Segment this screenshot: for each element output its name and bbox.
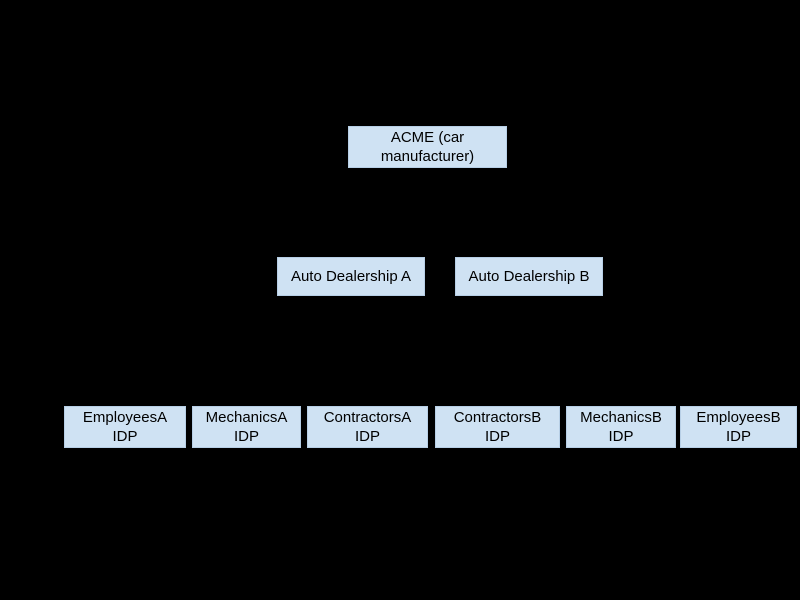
node-mechanics-a-label-line2: IDP [233, 428, 259, 445]
node-employees-b-idp: EmployeesB IDP [680, 406, 797, 448]
node-contractors-b-idp: ContractorsB IDP [435, 406, 560, 448]
node-mechanics-b-idp: MechanicsB IDP [566, 406, 676, 448]
node-contractors-a-label-line2: IDP [354, 428, 380, 445]
node-acme-label-line2: manufacturer) [380, 148, 475, 165]
node-acme: ACME (car manufacturer) [348, 126, 507, 168]
node-employees-a-label-line1: EmployeesA [82, 409, 168, 426]
node-mechanics-a-idp: MechanicsA IDP [192, 406, 301, 448]
node-acme-label-line1: ACME (car [390, 129, 465, 146]
node-employees-b-label-line2: IDP [725, 428, 751, 445]
node-mechanics-b-label-line2: IDP [608, 428, 634, 445]
node-contractors-b-label-line1: ContractorsB [453, 409, 542, 426]
node-contractors-a-label-line1: ContractorsA [323, 409, 412, 426]
node-employees-a-idp: EmployeesA IDP [64, 406, 186, 448]
node-mechanics-b-label-line1: MechanicsB [580, 409, 662, 426]
node-mechanics-a-label-line1: MechanicsA [205, 409, 288, 426]
node-employees-b-label-line1: EmployeesB [696, 409, 781, 426]
node-dealership-a: Auto Dealership A [277, 257, 425, 296]
node-dealership-a-label: Auto Dealership A [290, 268, 412, 285]
node-contractors-b-label-line2: IDP [484, 428, 510, 445]
node-dealership-b: Auto Dealership B [455, 257, 603, 296]
node-contractors-a-idp: ContractorsA IDP [307, 406, 428, 448]
node-employees-a-label-line2: IDP [112, 428, 138, 445]
node-dealership-b-label: Auto Dealership B [468, 268, 590, 285]
